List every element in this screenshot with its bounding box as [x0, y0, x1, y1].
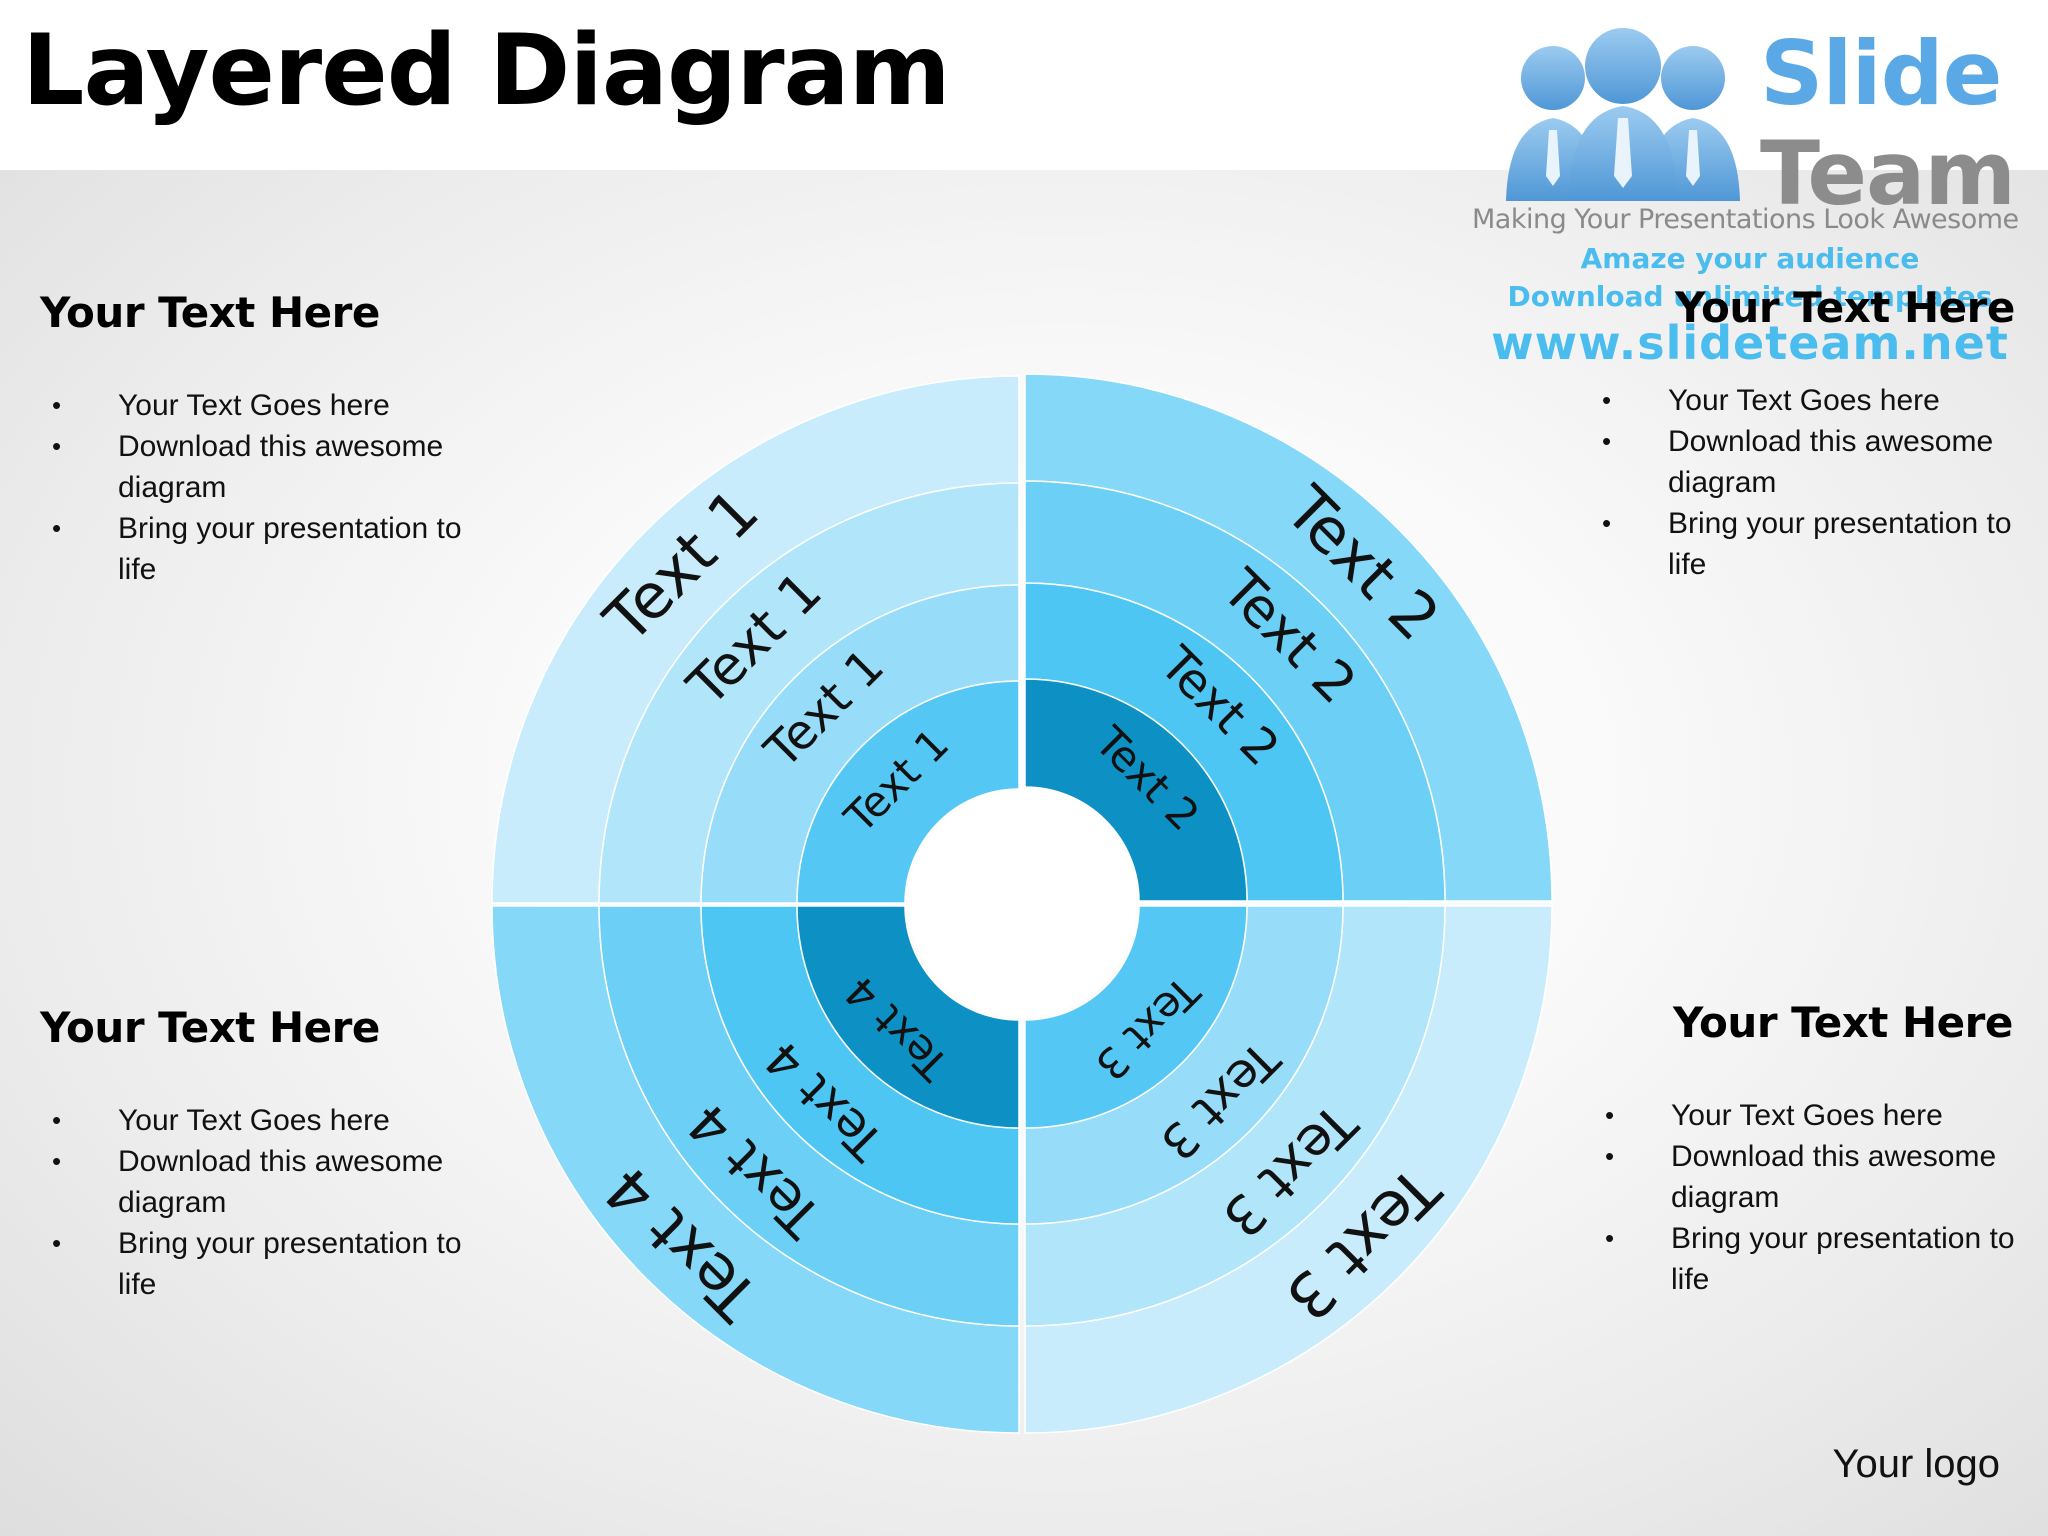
list-item: Bring your presentation to life [40, 1223, 470, 1305]
footer-logo: Your logo [1832, 1442, 2000, 1486]
ring-segment-q4-layer-4 [796, 905, 1020, 1129]
list-item: Your Text Goes here [1590, 380, 2020, 421]
bullet-list: Your Text Goes here Download this awesom… [1593, 1095, 2023, 1300]
brand-slide: Slide [1760, 22, 2002, 125]
people-group-icon [1506, 28, 1740, 201]
ring-segment-q2-layer-4 [1024, 678, 1248, 902]
watermark-url: www.slideteam.net [1491, 316, 2009, 370]
list-item: Your Text Goes here [40, 385, 470, 426]
list-item: Your Text Goes here [40, 1100, 470, 1141]
panel-bottom-left: Your Text Here Your Text Goes here Downl… [40, 1003, 470, 1305]
brand-team: Team [1760, 122, 2016, 225]
page-title: Layered Diagram [22, 14, 951, 128]
list-item: Bring your presentation to life [40, 508, 470, 590]
watermark-line-1: Amaze your audience [1580, 242, 1920, 275]
panel-heading: Your Text Here [40, 1003, 380, 1052]
ring-segment-q1-layer-4 [796, 680, 1020, 904]
brand-tagline: Making Your Presentations Look Awesome [1472, 204, 2019, 235]
panel-bottom-right: Your Text Here Your Text Goes here Downl… [1593, 998, 2023, 1300]
list-item: Bring your presentation to life [1593, 1218, 2023, 1300]
bullet-list: Your Text Goes here Download this awesom… [1590, 380, 2020, 585]
list-item: Download this awesome diagram [1593, 1136, 2023, 1218]
slideteam-watermark: Slide Team Making Your Presentations Loo… [1470, 18, 2030, 370]
watermark-line-2: Download unlimited templates [1507, 280, 1993, 313]
panel-heading: Your Text Here [1673, 998, 2013, 1047]
center-hole [908, 789, 1136, 1017]
list-item: Download this awesome diagram [40, 426, 470, 508]
list-item: Download this awesome diagram [40, 1141, 470, 1223]
panel-top-left: Your Text Here Your Text Goes here Downl… [40, 288, 470, 590]
panel-heading: Your Text Here [40, 288, 380, 337]
ring-segment-q3-layer-4 [1024, 905, 1248, 1129]
panel-top-right: Your Text Here Your Text Goes here Downl… [1590, 283, 2020, 585]
list-item: Download this awesome diagram [1590, 421, 2020, 503]
list-item: Bring your presentation to life [1590, 503, 2020, 585]
panel-heading: Your Text Here [1675, 283, 2015, 332]
bullet-list: Your Text Goes here Download this awesom… [40, 1100, 470, 1305]
list-item: Your Text Goes here [1593, 1095, 2023, 1136]
bullet-list: Your Text Goes here Download this awesom… [40, 385, 470, 590]
